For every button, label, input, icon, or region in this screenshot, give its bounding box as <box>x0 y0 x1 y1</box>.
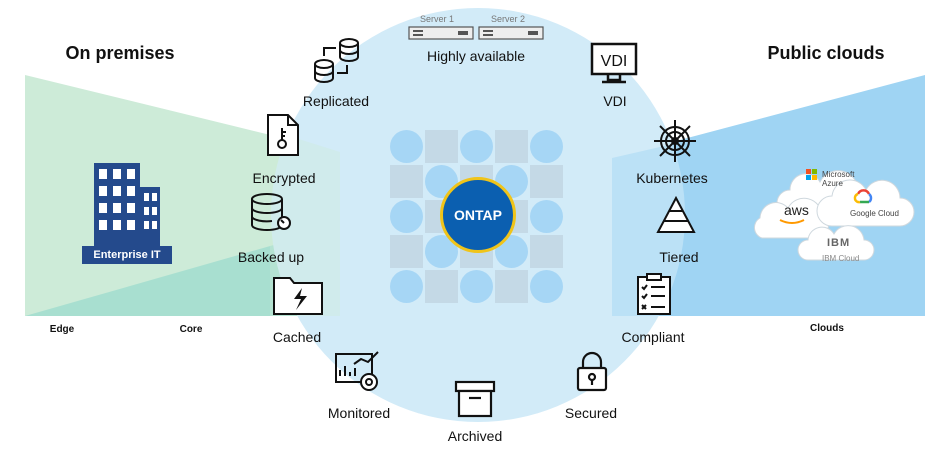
vdi-screen-text: VDI <box>601 53 628 70</box>
edge-core-wedge <box>25 226 340 316</box>
compliant-checklist-icon <box>637 273 671 315</box>
highly-available-label: Highly available <box>426 48 526 64</box>
building-icon <box>94 163 160 248</box>
server-1-label: Server 1 <box>420 14 455 24</box>
vdi-monitor-icon: VDI <box>590 42 638 84</box>
ibm-logo-text: IBM <box>827 237 851 249</box>
grid-circle <box>460 130 493 163</box>
grid-square <box>390 165 423 198</box>
microsoft-text: Microsoft <box>822 170 855 179</box>
backed-up-label: Backed up <box>237 249 305 265</box>
grid-square <box>390 235 423 268</box>
cached-label: Cached <box>272 329 322 345</box>
ibm-cloud <box>797 225 875 261</box>
grid-square <box>425 130 458 163</box>
grid-circle <box>390 200 423 233</box>
compliant-label: Compliant <box>621 329 685 345</box>
grid-circle <box>530 200 563 233</box>
server-2-label: Server 2 <box>491 14 526 24</box>
encrypted-file-icon <box>267 114 299 156</box>
aws-smile-icon <box>779 219 805 224</box>
replicated-icon <box>314 38 359 83</box>
kubernetes-helm-icon <box>654 120 696 162</box>
archived-label: Archived <box>447 428 503 444</box>
cloud-providers-group <box>754 169 915 261</box>
ibm-cloud-text: IBM Cloud <box>822 254 860 263</box>
grid-circle <box>390 270 423 303</box>
grid-circle <box>425 235 458 268</box>
kubernetes-label: Kubernetes <box>636 170 708 186</box>
server-rack-icon <box>408 26 544 40</box>
edge-label: Edge <box>49 324 75 335</box>
vdi-label: VDI <box>603 93 627 109</box>
azure-text: Azure <box>822 179 843 188</box>
public-clouds-title: Public clouds <box>767 43 885 63</box>
backed-up-icon <box>251 193 291 231</box>
clouds-label: Clouds <box>810 323 844 334</box>
aws-text: aws <box>784 202 809 218</box>
grid-circle <box>390 130 423 163</box>
ontap-badge: ONTAP <box>440 177 516 253</box>
on-premises-title: On premises <box>65 43 175 63</box>
enterprise-it-badge: Enterprise IT <box>82 246 172 264</box>
grid-square <box>530 235 563 268</box>
grid-square <box>530 165 563 198</box>
microsoft-logo-icon <box>806 169 817 180</box>
google-cloud-logo-icon <box>853 189 873 204</box>
grid-circle <box>530 130 563 163</box>
grid-square <box>495 270 528 303</box>
encrypted-label: Encrypted <box>252 170 316 186</box>
cached-folder-icon <box>273 277 323 315</box>
google-cloud-text: Google Cloud <box>850 209 899 218</box>
archived-box-icon <box>454 380 496 418</box>
secured-lock-icon <box>576 351 608 392</box>
monitored-dashboard-icon <box>335 351 379 391</box>
grid-circle <box>530 270 563 303</box>
secured-label: Secured <box>564 405 618 421</box>
monitored-label: Monitored <box>327 405 391 421</box>
tiered-pyramid-icon <box>656 196 696 233</box>
replicated-label: Replicated <box>302 93 370 109</box>
grid-square <box>425 270 458 303</box>
grid-square <box>495 130 528 163</box>
grid-circle <box>460 270 493 303</box>
tiered-label: Tiered <box>659 249 699 265</box>
core-label: Core <box>179 324 203 335</box>
